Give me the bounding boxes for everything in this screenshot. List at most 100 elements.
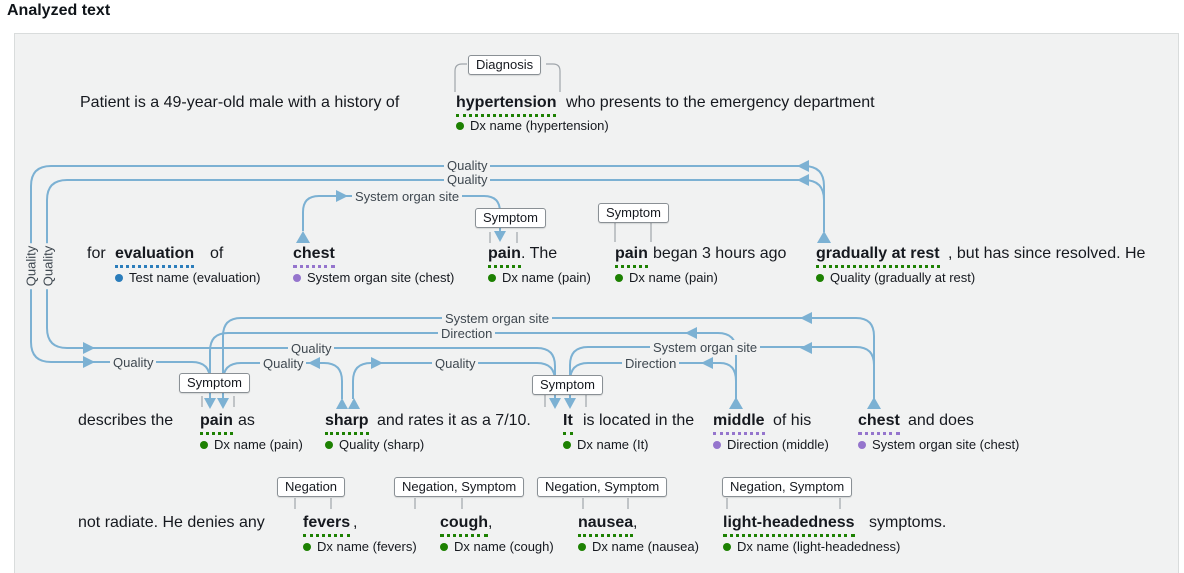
- entity-attribute-label: Dx name (pain): [615, 270, 718, 285]
- arrow-right-icon: [336, 190, 348, 202]
- sentence-text: symptoms.: [869, 514, 947, 531]
- negation-bracket: [294, 498, 332, 509]
- relation-label-quality: Quality: [432, 356, 479, 371]
- entity-bullet-icon: [858, 440, 866, 449]
- entity-bullet-icon: [200, 440, 208, 449]
- entity-bullet-icon: [325, 440, 333, 449]
- entity-bullet-icon: [563, 440, 571, 449]
- arrow-left-icon: [308, 357, 320, 369]
- sentence-text: is located in the: [583, 412, 695, 429]
- entity-attribute-label: Dx name (fevers): [303, 539, 417, 554]
- entity-pain[interactable]: pain: [615, 245, 648, 268]
- arrow-right-icon: [371, 357, 383, 369]
- sentence-text: as: [238, 412, 255, 429]
- arrow-up-icon: [296, 231, 310, 243]
- tag-negation-symptom: Negation, Symptom: [394, 477, 525, 497]
- sentence-text: of his: [773, 412, 812, 429]
- sentence-text: ,: [488, 514, 493, 531]
- entity-attribute-label: Quality (sharp): [325, 437, 424, 452]
- entity-light-headedness[interactable]: light-headedness: [723, 514, 855, 537]
- arrow-right-icon: [83, 342, 95, 354]
- entity-hypertension[interactable]: hypertension: [456, 94, 557, 117]
- symptom-bracket: [544, 393, 587, 407]
- relation-label-quality: Quality: [444, 172, 491, 187]
- entity-sharp[interactable]: sharp: [325, 412, 369, 435]
- entity-bullet-icon: [713, 440, 721, 449]
- entity-attribute-label: Test name (evaluation): [115, 270, 261, 285]
- tag-symptom: Symptom: [179, 373, 250, 393]
- entity-chest[interactable]: chest: [293, 245, 335, 268]
- entity-attribute-label: Direction (middle): [713, 437, 829, 452]
- arrow-right-icon: [83, 356, 95, 368]
- symptom-bracket: [201, 396, 235, 407]
- arrow-left-icon: [800, 342, 812, 354]
- relation-label-quality: Quality: [22, 242, 40, 290]
- entity-attribute-label: Dx name (light-headedness): [723, 539, 900, 554]
- entity-attribute-label: Dx name (hypertension): [456, 118, 609, 133]
- entity-attribute-label: System organ site (chest): [858, 437, 1019, 452]
- arrow-up-icon: [336, 398, 348, 409]
- relation-label-system-organ-site: System organ site: [442, 311, 553, 326]
- arrow-down-icon: [204, 398, 216, 409]
- diagnosis-bracket: [546, 63, 561, 92]
- relation-label-quality: Quality: [39, 242, 57, 290]
- symptom-bracket: [614, 223, 652, 242]
- relation-label-quality: Quality: [288, 341, 335, 356]
- negation-bracket: [726, 498, 841, 509]
- entity-cough[interactable]: cough: [440, 514, 488, 537]
- entity-middle[interactable]: middle: [713, 412, 765, 435]
- sentence-text: who presents to the emergency department: [566, 94, 875, 111]
- entity-fevers[interactable]: fevers: [303, 514, 351, 537]
- relation-label-system-organ-site: System organ site: [650, 340, 761, 355]
- sentence-text: began 3 hours ago: [653, 245, 787, 262]
- sentence-text: Patient is a 49-year-old male with a his…: [80, 94, 400, 111]
- diagnosis-bracket: [454, 63, 467, 92]
- sentence-text: . The: [521, 245, 558, 262]
- arrow-left-icon: [701, 357, 713, 369]
- relation-label-quality: Quality: [110, 355, 157, 370]
- entity-attribute-label: Dx name (nausea): [578, 539, 699, 554]
- tag-symptom: Symptom: [475, 208, 546, 228]
- sentence-text: and rates it as a 7/10.: [377, 412, 531, 429]
- arrow-left-icon: [685, 327, 697, 339]
- symptom-bracket: [489, 232, 518, 243]
- negation-bracket: [414, 498, 463, 509]
- entity-bullet-icon: [615, 273, 623, 282]
- tag-negation-symptom: Negation, Symptom: [722, 477, 853, 497]
- arrow-left-icon: [797, 160, 809, 172]
- sentence-text: of: [210, 245, 224, 262]
- negation-bracket: [582, 498, 629, 509]
- entity-pain[interactable]: pain: [488, 245, 521, 268]
- entity-nausea[interactable]: nausea: [578, 514, 634, 537]
- arrow-up-icon: [867, 397, 881, 409]
- relation-label-direction: Direction: [622, 356, 680, 371]
- entity-attribute-label: Quality (gradually at rest): [816, 270, 975, 285]
- entity-bullet-icon: [488, 273, 496, 282]
- entity-attribute-label: Dx name (pain): [488, 270, 591, 285]
- entity-attribute-label: Dx name (cough): [440, 539, 554, 554]
- entity-attribute-label: Dx name (It): [563, 437, 649, 452]
- entity-bullet-icon: [440, 542, 448, 551]
- entity-attribute-label: Dx name (pain): [200, 437, 303, 452]
- entity-it[interactable]: It: [563, 412, 573, 435]
- tag-symptom: Symptom: [532, 375, 603, 395]
- entity-bullet-icon: [723, 542, 731, 551]
- tag-symptom: Symptom: [598, 203, 669, 223]
- relation-label-direction: Direction: [438, 326, 496, 341]
- arrow-down-icon: [549, 398, 561, 409]
- entity-pain[interactable]: pain: [200, 412, 233, 435]
- tag-negation: Negation: [277, 477, 346, 497]
- sentence-text: ,: [633, 514, 638, 531]
- arrow-up-icon: [817, 231, 831, 243]
- bracket-lines: [201, 63, 841, 509]
- entity-evaluation[interactable]: evaluation: [115, 245, 195, 268]
- arrow-up-icon: [729, 397, 743, 409]
- sentence-text: describes the: [78, 412, 174, 429]
- arrowhead-icons: [83, 160, 881, 409]
- entity-gradually-at-rest[interactable]: gradually at rest: [816, 245, 940, 268]
- entity-bullet-icon: [578, 542, 586, 551]
- sentence-text: ,: [353, 514, 358, 531]
- entity-chest[interactable]: chest: [858, 412, 900, 435]
- arrow-up-icon: [348, 398, 360, 409]
